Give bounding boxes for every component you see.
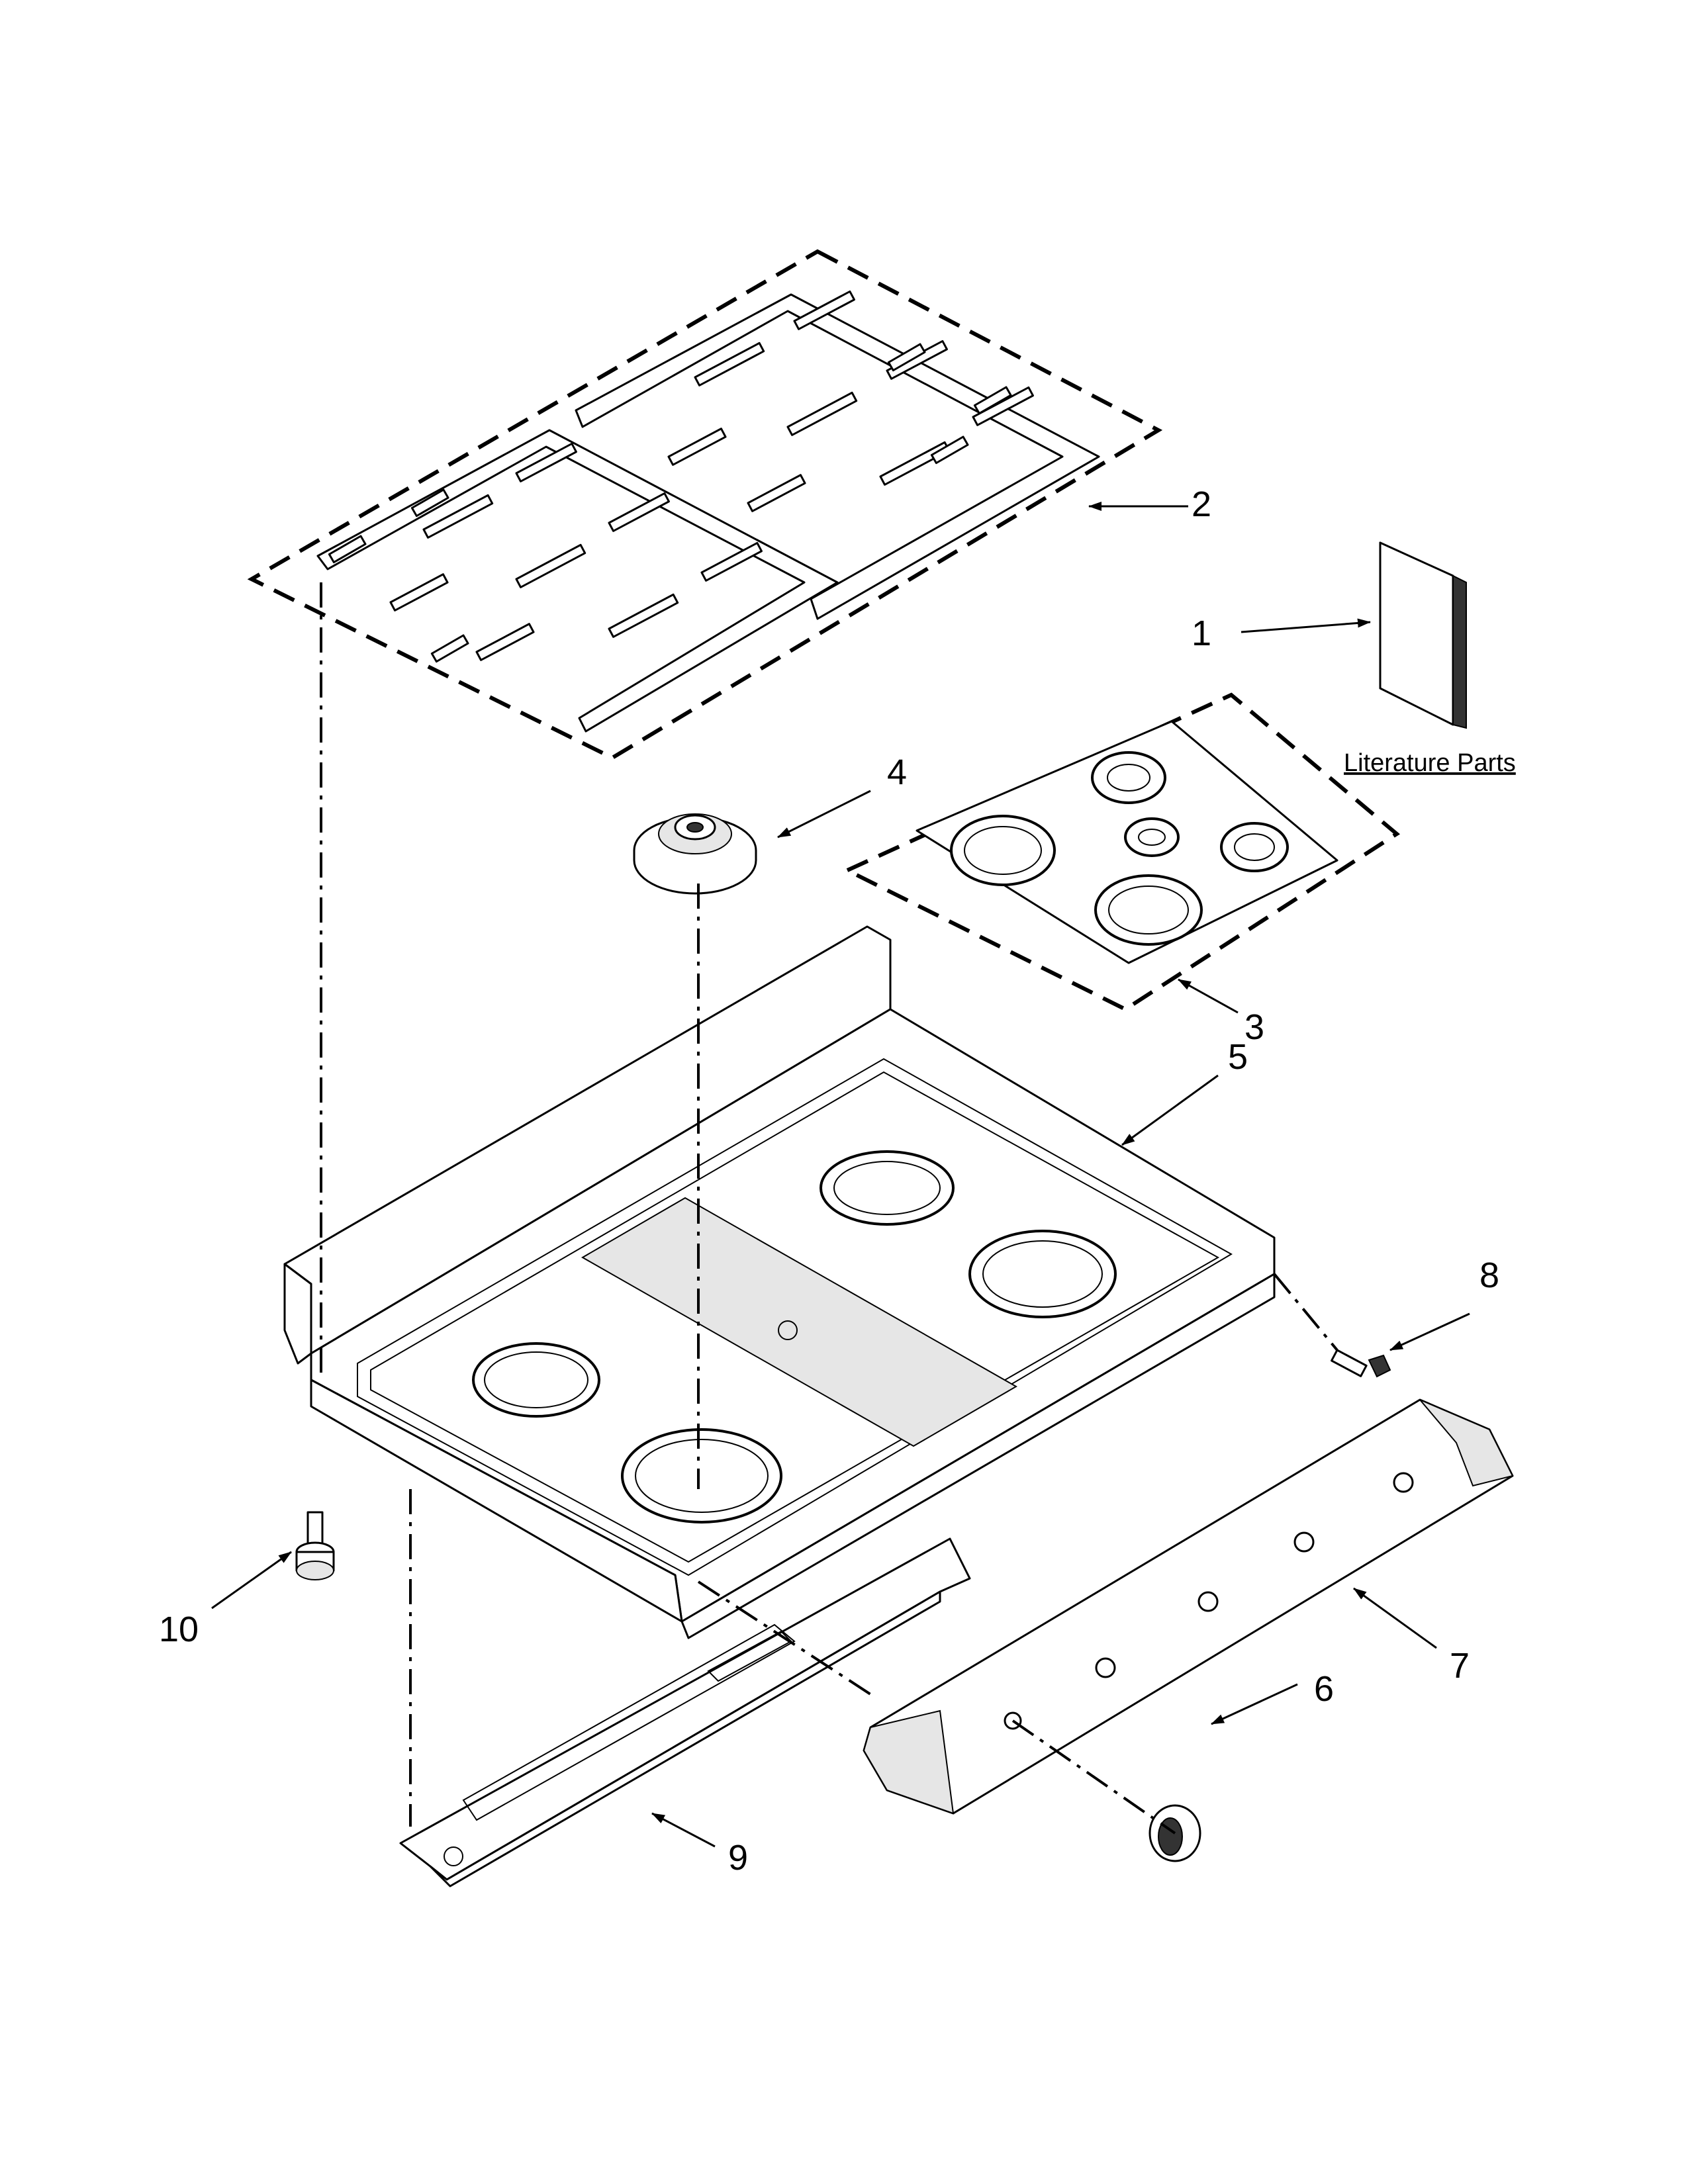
control-knob-positions — [1004, 1472, 1414, 1730]
literature-parts-label: Literature Parts — [1344, 749, 1516, 777]
manifold-panel — [399, 1537, 971, 1888]
callout-6: 6 — [1314, 1669, 1334, 1709]
screw — [1331, 1349, 1391, 1378]
callout-leaders — [211, 502, 1470, 1848]
callout-5: 5 — [1228, 1037, 1248, 1077]
grate-dashed-outline — [247, 249, 1163, 760]
right-grate — [575, 293, 1100, 620]
burner-base — [633, 813, 757, 895]
left-grate — [316, 429, 839, 733]
right-grate-fingers — [667, 290, 1034, 512]
leveling-leg — [295, 1511, 335, 1580]
callout-labels: 1 2 3 4 5 6 7 8 9 10 Literature Parts — [159, 484, 1516, 1878]
callout-3: 3 — [1244, 1007, 1264, 1047]
main-top-burner-openings — [472, 1150, 1117, 1524]
main-top — [283, 925, 1276, 1639]
control-panel — [863, 1398, 1514, 1815]
literature-booklet — [1379, 541, 1467, 729]
burner-rings — [950, 751, 1289, 946]
callout-4: 4 — [887, 752, 907, 792]
callout-9: 9 — [728, 1838, 748, 1878]
callout-7: 7 — [1450, 1646, 1470, 1686]
alignment-lines — [320, 582, 1338, 1835]
callout-10: 10 — [159, 1610, 199, 1649]
callout-1: 1 — [1192, 614, 1211, 653]
callout-2: 2 — [1192, 484, 1211, 524]
callout-8: 8 — [1479, 1255, 1499, 1295]
left-grate-fingers — [328, 442, 763, 663]
cooktop-burner-plate-assembly — [843, 692, 1401, 1012]
grate-assembly — [247, 249, 1163, 760]
